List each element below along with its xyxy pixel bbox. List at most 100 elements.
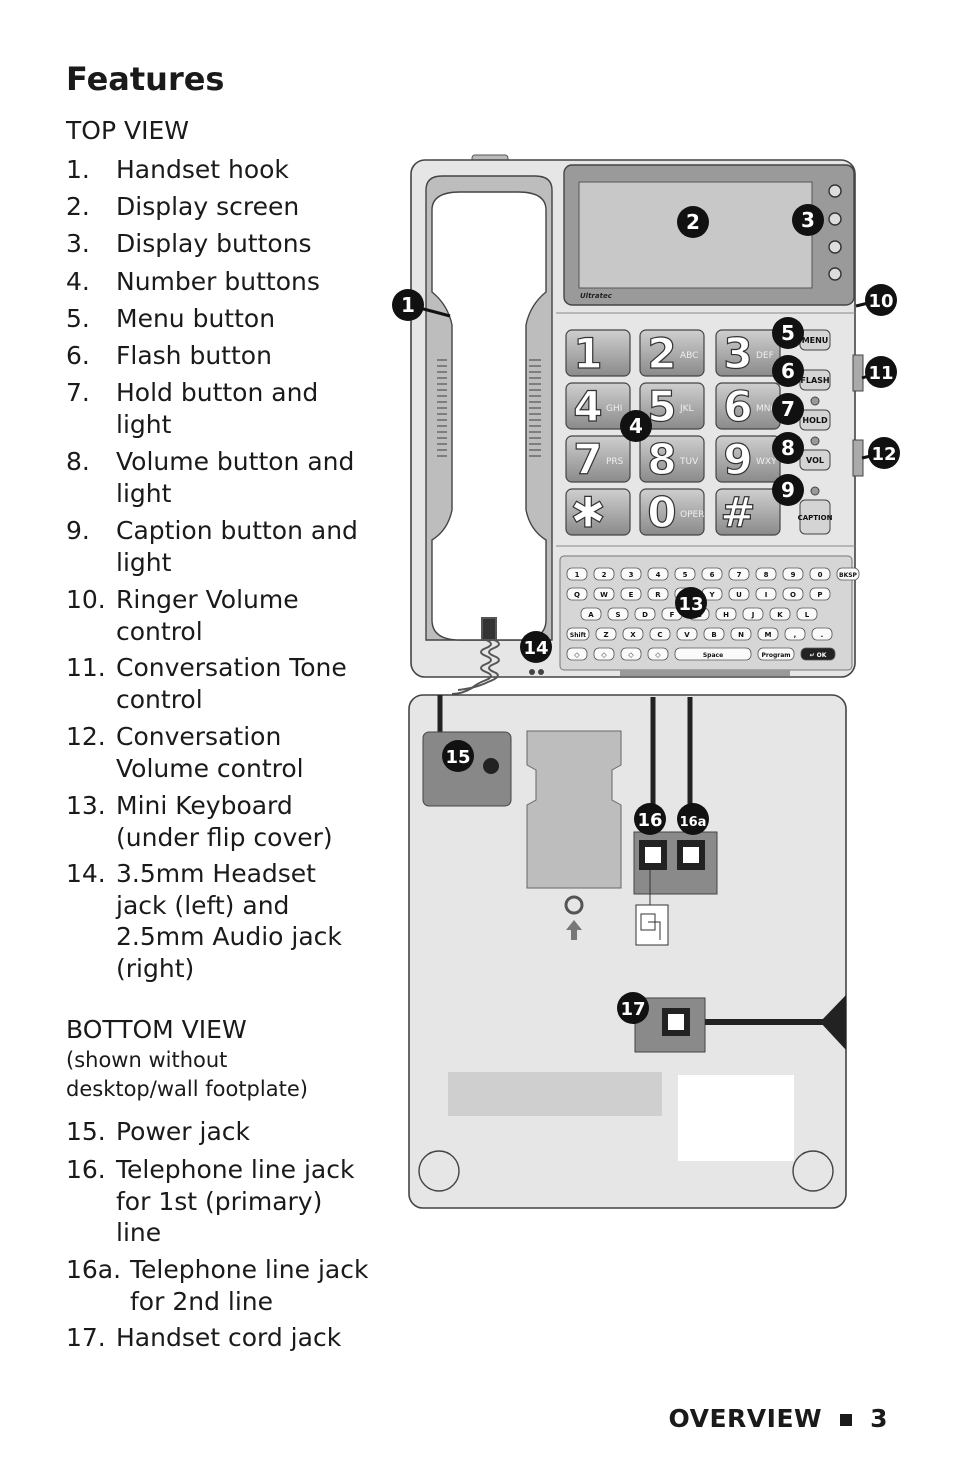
headset-jack (529, 669, 535, 675)
callout-1: 1 (392, 289, 451, 321)
display-button (828, 240, 842, 254)
callout-4: 4 (620, 410, 652, 442)
mini-key: 2 (593, 567, 615, 581)
callout-5: 5 (772, 317, 804, 349)
svg-text:M: M (765, 631, 772, 639)
feature-item: 1.Handset hook (66, 154, 366, 186)
feature-number: 10. (66, 585, 106, 614)
svg-text:4: 4 (573, 382, 602, 431)
mini-key: N (730, 627, 752, 641)
svg-text:Program: Program (761, 652, 790, 659)
svg-text:OPER: OPER (680, 510, 704, 520)
svg-text:6: 6 (781, 359, 795, 383)
mini-key: J (742, 607, 764, 621)
mini-key: Space (674, 647, 752, 661)
svg-text:S: S (615, 611, 620, 619)
svg-text:10: 10 (868, 291, 893, 312)
feature-number: 16a. (66, 1255, 122, 1284)
feature-text: Flash button (116, 341, 272, 370)
mini-key: L (796, 607, 818, 621)
svg-text:8: 8 (764, 571, 769, 579)
feature-text: Display screen (116, 192, 300, 221)
callout-10: 10 (855, 284, 897, 316)
feature-item: 10. Ringer Volume control (66, 584, 366, 647)
feature-text: Power jack (116, 1117, 251, 1146)
callout-2: 2 (677, 206, 709, 238)
display-button (828, 184, 842, 198)
callout-6: 6 (772, 355, 804, 387)
svg-text:7: 7 (781, 397, 795, 421)
feature-text: Conversation Tone control (116, 653, 347, 714)
callout-15: 15 (442, 740, 474, 772)
svg-text:◇: ◇ (574, 651, 580, 659)
svg-text:V: V (684, 631, 690, 639)
feature-item: 12.Conversation Volume control (66, 721, 366, 784)
feature-number: 8. (66, 447, 90, 476)
svg-text:ABC: ABC (680, 351, 698, 361)
feature-number: 14. (66, 859, 106, 888)
page-number: 3 (870, 1404, 888, 1433)
svg-text:MENU: MENU (802, 336, 829, 345)
svg-text:◇: ◇ (655, 651, 661, 659)
svg-text:13: 13 (678, 594, 703, 615)
feature-number: 16. (66, 1155, 106, 1184)
svg-text:2: 2 (647, 329, 676, 378)
feature-number: 9. (66, 516, 90, 545)
mini-key: , (784, 627, 806, 641)
footer-square-icon (840, 1414, 853, 1426)
label-sticker (678, 1075, 794, 1161)
mini-key: C (649, 627, 671, 641)
svg-text:N: N (738, 631, 744, 639)
feature-text: Handset cord jack (116, 1323, 342, 1352)
feature-item: 2.Display screen (66, 191, 366, 223)
svg-text:K: K (777, 611, 783, 619)
mini-key: P (809, 587, 831, 601)
svg-text:2: 2 (602, 571, 607, 579)
svg-text:11: 11 (868, 363, 893, 384)
svg-text:I: I (765, 591, 768, 599)
page-title: Features (66, 60, 225, 98)
svg-text:W: W (600, 591, 608, 599)
mini-key: Shift (566, 627, 590, 641)
callout-9: 9 (772, 474, 804, 506)
svg-text:B: B (711, 631, 716, 639)
svg-text:7: 7 (573, 435, 602, 484)
feature-number: 13. (66, 791, 106, 820)
feature-item: 14.3.5mm Headset jack (left) and 2.5mm A… (66, 858, 366, 984)
mini-key: 7 (728, 567, 750, 581)
svg-text:D: D (642, 611, 648, 619)
feature-number: 4. (66, 267, 90, 296)
display-button (828, 267, 842, 281)
number-button: 2 ABC (639, 328, 705, 379)
callout-13: 13 (675, 587, 707, 619)
feature-text: Conversation Volume control (116, 722, 304, 783)
svg-text:5: 5 (781, 321, 795, 345)
svg-text:U: U (736, 591, 742, 599)
feature-number: 15. (66, 1117, 106, 1146)
svg-text:CAPTION: CAPTION (798, 514, 833, 522)
callout-14: 14 (520, 631, 552, 663)
feature-number: 6. (66, 341, 90, 370)
feature-text: Ringer Volume control (116, 585, 299, 646)
svg-text:F: F (670, 611, 675, 619)
feature-text: Handset hook (116, 155, 289, 184)
svg-text:3: 3 (801, 208, 815, 232)
mini-key: 3 (620, 567, 642, 581)
svg-text:Shift: Shift (570, 632, 586, 639)
feature-text: Menu button (116, 304, 276, 333)
feature-text: Display buttons (116, 229, 312, 258)
svg-text:3: 3 (723, 329, 752, 378)
mini-key: M (757, 627, 779, 641)
mini-key: A (580, 607, 602, 621)
svg-text:16: 16 (637, 810, 662, 831)
mini-key: B (703, 627, 725, 641)
mini-key: 0 (809, 567, 831, 581)
mini-key: H (715, 607, 737, 621)
svg-text:JKL: JKL (679, 404, 694, 414)
bottom-view-diagram (408, 694, 847, 1209)
